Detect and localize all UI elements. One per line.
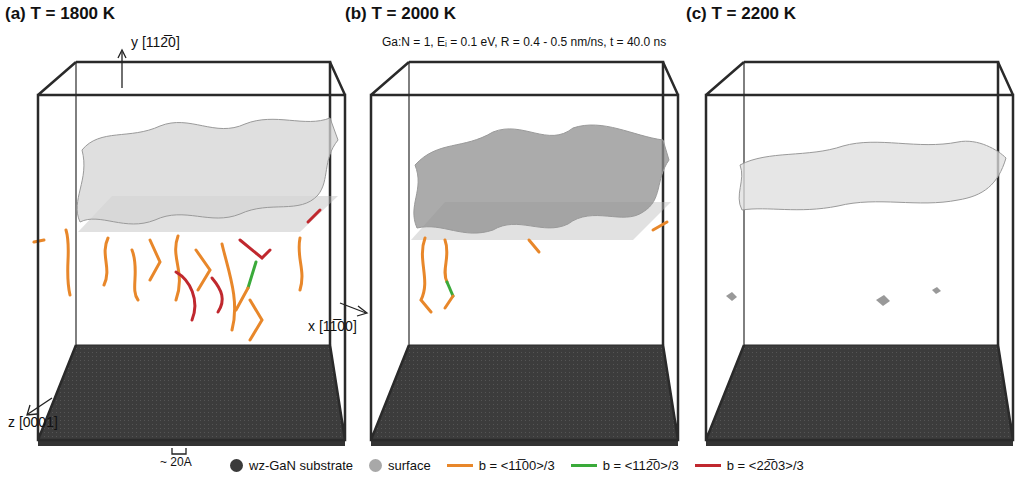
legend-item: wz-GaN substrate [230,458,353,473]
simulation-box [34,62,345,446]
dislocation-line [250,300,262,340]
axes [27,50,367,454]
legend-text: surface [388,458,431,473]
axis-label: y [112̅0] [131,34,180,50]
figure-part [371,345,678,440]
legend-swatch [230,459,243,472]
dislocation-line [308,210,320,222]
figure-part [172,448,186,454]
legend-swatch [571,464,597,467]
figure-part [38,345,345,440]
dislocation-line [212,278,222,312]
axis-label: x [11̅00] [308,318,357,334]
figure-part [371,62,678,440]
figure-part [876,295,890,306]
figure-part [27,405,37,415]
figure-part [75,62,76,345]
legend-text: b = <22̅03>/3 [727,458,804,473]
simulation-box [371,62,678,446]
figure-part [739,141,1006,210]
scale-label: ~ 20A [160,456,192,470]
dislocation-line [176,236,180,300]
axis-label: z [0001] [8,414,58,430]
figure-part [34,62,1013,446]
legend-item: b = <112̅0>/3 [571,458,679,473]
figure-part [77,118,338,224]
dislocation-line [236,288,248,310]
legend-text: b = <112̅0>/3 [603,458,679,473]
dislocation-line [447,282,453,296]
legend: wz-GaN substrate surface b = <11̅00>/3 b = … [230,458,804,473]
legend-item: surface [369,458,431,473]
panel-title: (a) T = 1800 K [5,4,115,24]
dislocation-line [240,240,270,258]
figure-part [414,125,669,233]
dislocation-line [421,238,431,312]
dislocation-line [299,238,302,290]
figure-part [38,62,345,440]
dislocation-line [196,250,210,290]
dislocation-line [445,296,453,308]
panel-title: (b) T = 2000 K [345,4,456,24]
figure-part [706,345,1013,440]
dislocation-line [445,240,447,282]
dislocation-line [132,250,138,300]
legend-text: b = <11̅00>/3 [479,458,555,473]
legend-text: wz-GaN substrate [249,458,353,473]
dislocation-line [653,222,667,230]
legend-swatch [695,464,721,467]
figure-part [28,398,52,414]
figure-part [340,303,366,313]
legend-item: b = <11̅00>/3 [447,458,555,473]
dislocation-line [176,272,195,320]
parameter-note: Ga:N = 1, Eᵢ = 0.1 eV, R = 0.4 - 0.5 nm/… [382,36,666,50]
figure-part [726,292,737,301]
simulation-box [706,62,1013,446]
dislocation-line [248,262,256,288]
figure-part [706,62,1013,440]
panel-title: (c) T = 2200 K [686,4,796,24]
figure-part [121,52,122,88]
legend-swatch [369,459,382,472]
figure-part [408,62,409,345]
figure-part [118,50,126,58]
dislocation-line [529,240,539,252]
legend-swatch [447,464,473,467]
dislocation-line [150,240,160,280]
figure-part [932,287,941,294]
dislocation-line [222,244,235,330]
figure-part [357,306,367,316]
dislocation-line [66,230,70,295]
legend-item: b = <22̅03>/3 [695,458,804,473]
dislocation-line [104,238,108,285]
